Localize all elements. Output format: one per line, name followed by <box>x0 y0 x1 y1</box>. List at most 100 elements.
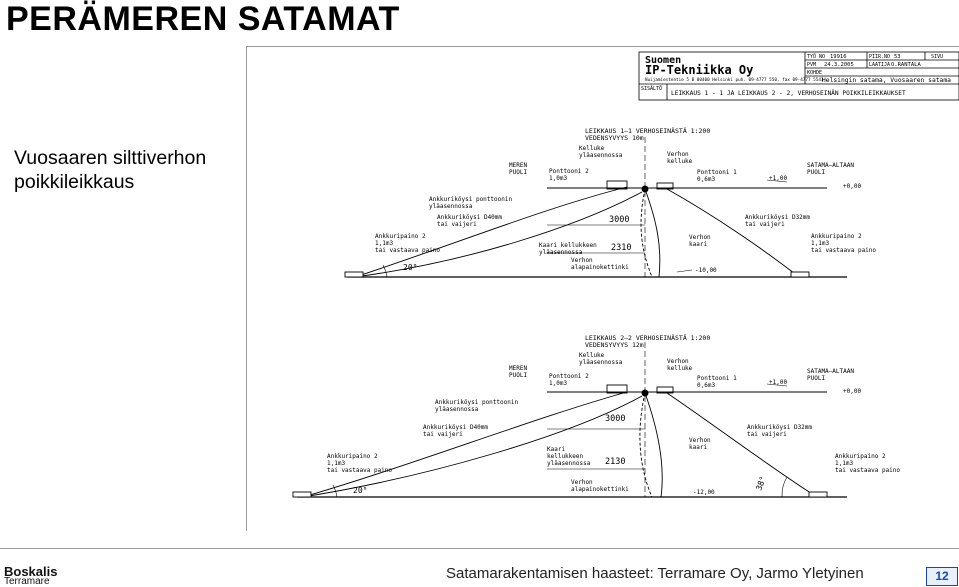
s2-meren-1: MEREN <box>509 365 527 372</box>
s2-paino-left-2: 1,1m3 <box>327 460 345 467</box>
s1-level-plus000: +0,00 <box>843 183 861 190</box>
title-block <box>638 51 959 101</box>
section-1-geometry <box>344 137 847 278</box>
s2-heading-1: LEIKKAUS 2—2 VERHOSEINÄSTÄ 1:200 <box>585 333 710 342</box>
s1-satama-2: PUOLI <box>807 169 825 176</box>
s1-heading-2: VEDENSYVYYS 10m <box>585 134 644 142</box>
piir-no-value: 53 <box>894 54 901 60</box>
terramare-logo-text: Terramare <box>4 576 50 587</box>
pvm-label: PVM <box>807 62 816 68</box>
s1-verhon-kelluke-2: kelluke <box>667 158 693 165</box>
s1-ponttooni2-2: 1,0m3 <box>549 175 567 182</box>
piir-no-label: PIIR.NO <box>869 54 890 60</box>
tyo-no-label: TYÖ NO <box>807 53 825 60</box>
s2-satama-1: SATAMA—ALTAAN <box>807 368 854 375</box>
engineering-drawing: Suomen IP-Tekniikka Oy Nuijamiestentie 5… <box>246 46 959 531</box>
s1-paino-right-2: 1,1m3 <box>811 240 829 247</box>
s1-dim-3000: 3000 <box>609 215 629 225</box>
s1-angle: 20° <box>403 263 417 272</box>
company-address: Nuijamiestentie 5 B 00400 Helsinki puh. … <box>645 77 824 83</box>
s2-paino-right-3: tai vastaava paino <box>835 467 900 474</box>
s2-ank-pont-1: Ankkuriköysi ponttoonin <box>435 399 518 406</box>
s2-paino-right-1: Ankkuripaino 2 <box>835 453 886 460</box>
footer-divider <box>0 548 959 549</box>
s2-kelluke-1: Kelluke <box>579 352 605 359</box>
boskalis-logo: Boskalis <box>4 564 58 579</box>
s2-paino-left-3: tai vastaava paino <box>327 467 392 474</box>
s2-ponttooni1-1: Ponttooni 1 <box>697 375 737 382</box>
s2-ank-d40-1: Ankkuriköysi D40mm <box>423 424 488 431</box>
s1-level-plus100: +1,00 <box>769 175 787 182</box>
slide-subtitle: Vuosaaren silttiverhon poikkileikkaus <box>14 146 206 194</box>
s1-ponttooni2-1: Ponttooni 2 <box>549 168 589 175</box>
s1-alapaino-2: alapainokettinki <box>571 264 629 271</box>
s2-dim-2130: 2130 <box>605 457 625 467</box>
s1-meren-1: MEREN <box>509 162 527 169</box>
s1-paino-right-3: tai vastaava paino <box>811 247 876 254</box>
s2-angle-right: 38° <box>754 475 767 492</box>
s1-verhon-kaari-2: kaari <box>689 241 707 248</box>
s1-alapaino-1: Verhon <box>571 257 593 264</box>
s2-satama-2: PUOLI <box>807 375 825 382</box>
subtitle-line-2: poikkileikkaus <box>14 171 135 193</box>
sisalto-label: SISÄLTÖ <box>641 85 662 92</box>
page-number: 12 <box>926 567 958 586</box>
s2-alapaino-1: Verhon <box>571 479 593 486</box>
s1-ank-d40-1: Ankkuriköysi D40mm <box>437 214 502 221</box>
s1-dim-2310: 2310 <box>611 243 631 253</box>
s2-verhon-kelluke-1: Verhon <box>667 358 689 365</box>
s1-level-minus: -10,00 <box>695 267 717 274</box>
s2-ank-d40-2: tai vaijeri <box>423 431 463 438</box>
s2-ank-d32-1: Ankkuriköysi D32mm <box>747 424 812 431</box>
s1-kelluke-2: yläasennossa <box>579 152 623 159</box>
section-2-labels: LEIKKAUS 2—2 VERHOSEINÄSTÄ 1:200 VEDENSY… <box>327 333 900 496</box>
company-line-2: IP-Tekniikka Oy <box>645 63 753 77</box>
s2-dim-3000: 3000 <box>605 414 625 424</box>
s1-ank-pont-1: Ankkuriköysi ponttoonin <box>429 196 512 203</box>
s1-kaari-2: yläasennossa <box>539 249 583 256</box>
s1-ank-pont-2: yläasennossa <box>429 203 473 210</box>
s2-kaari-3: yläasennossa <box>547 460 591 467</box>
s1-ponttooni1-2: 0,6m3 <box>697 176 715 183</box>
s1-heading-1: LEIKKAUS 1—1 VERHOSEINÄSTÄ 1:200 <box>585 126 710 135</box>
s1-verhon-kelluke-1: Verhon <box>667 151 689 158</box>
s2-paino-left-1: Ankkuripaino 2 <box>327 453 378 460</box>
s1-paino-left-1: Ankkuripaino 2 <box>375 233 426 240</box>
s2-meren-2: PUOLI <box>509 372 527 379</box>
s1-ponttooni1-1: Ponttooni 1 <box>697 169 737 176</box>
sivu-label: SIVU <box>931 54 943 60</box>
s1-meren-2: PUOLI <box>509 169 527 176</box>
slide-title: PERÄMEREN SATAMAT <box>6 0 400 38</box>
s1-kelluke-1: Kelluke <box>579 145 605 152</box>
s2-verhon-kaari-2: kaari <box>689 444 707 451</box>
tyo-no-value: 19916 <box>830 54 847 60</box>
footer-text: Satamarakentamisen haasteet: Terramare O… <box>446 565 864 582</box>
s1-kaari-1: Kaari kellukkeen <box>539 242 597 249</box>
s2-kaari-2: kellukkeen <box>547 453 584 460</box>
kohde-label: KOHDE <box>807 70 822 76</box>
drawing-svg: Suomen IP-Tekniikka Oy Nuijamiestentie 5… <box>292 51 959 498</box>
s1-ank-d32-1: Ankkuriköysi D32mm <box>745 214 810 221</box>
s2-ponttooni2-1: Ponttooni 2 <box>549 373 589 380</box>
s2-alapaino-2: alapainokettinki <box>571 486 629 493</box>
company-line-1: Suomen <box>645 55 681 66</box>
pvm-value: 24.3.2005 <box>824 62 854 68</box>
s2-level-minus: -12,00 <box>693 489 715 496</box>
s2-ank-pont-2: yläasennossa <box>435 406 479 413</box>
s2-kaari-1: Kaari <box>547 446 565 453</box>
s2-verhon-kaari-1: Verhon <box>689 437 711 444</box>
section-1-labels: LEIKKAUS 1—1 VERHOSEINÄSTÄ 1:200 VEDENSY… <box>375 126 876 274</box>
s2-level-plus000: +0,00 <box>843 388 861 395</box>
s2-ank-d32-2: tai vaijeri <box>747 431 787 438</box>
s1-paino-left-3: tai vastaava paino <box>375 247 440 254</box>
s1-ank-d40-2: tai vaijeri <box>437 221 477 228</box>
section-2-geometry <box>292 342 847 498</box>
s2-heading-2: VEDENSYVYYS 12m <box>585 341 644 349</box>
s1-verhon-kaari-1: Verhon <box>689 234 711 241</box>
s2-paino-right-2: 1,1m3 <box>835 460 853 467</box>
s2-ponttooni2-2: 1,0m3 <box>549 380 567 387</box>
s2-level-plus100: +1,00 <box>769 379 787 386</box>
s1-paino-right-1: Ankkuripaino 2 <box>811 233 862 240</box>
s2-kelluke-2: yläasennossa <box>579 359 623 366</box>
laatija-label: LAATIJA <box>869 62 890 68</box>
